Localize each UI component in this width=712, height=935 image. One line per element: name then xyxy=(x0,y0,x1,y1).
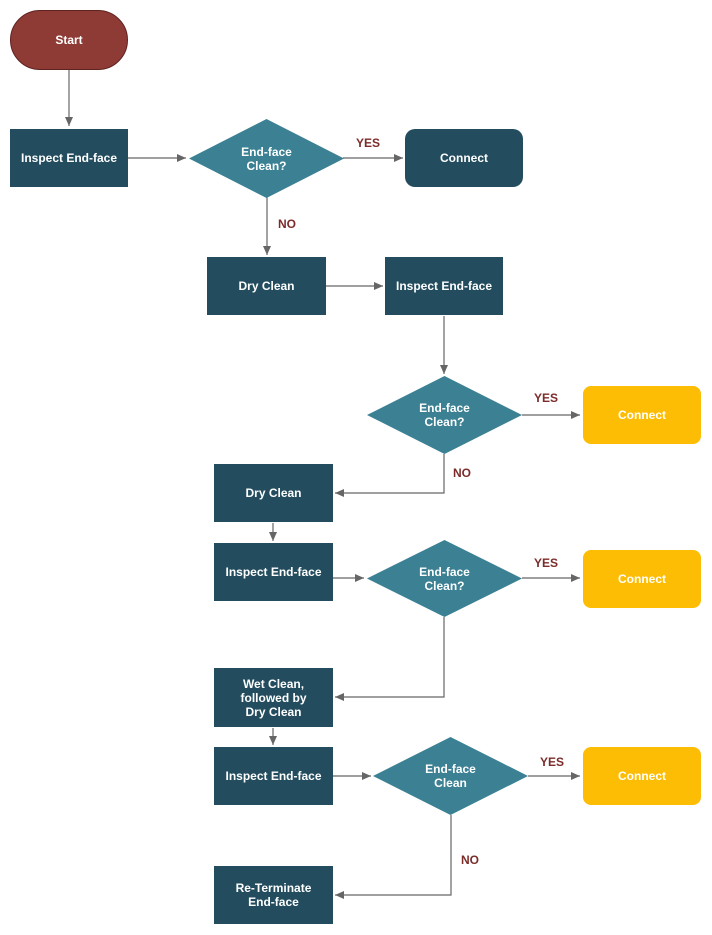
decision-end-face-clean-3: End-face Clean? xyxy=(367,540,522,617)
arrow-decision-3-no-to-wet-clean xyxy=(335,617,445,701)
yes-label-3: YES xyxy=(534,556,559,570)
start-label: Start xyxy=(55,33,83,47)
decision-label-1: End-face Clean? xyxy=(241,144,292,173)
connect-node-1: Connect xyxy=(405,129,523,187)
inspect-end-face-node-1: Inspect End-face xyxy=(10,129,128,187)
dry-clean-node-2: Dry Clean xyxy=(214,464,333,522)
no-label-2: NO xyxy=(453,466,471,480)
yes-label-4: YES xyxy=(540,755,565,769)
no-label-4: NO xyxy=(461,853,479,867)
start-node: Start xyxy=(10,10,128,70)
connect-node-2: Connect xyxy=(583,386,701,444)
connect-label-1: Connect xyxy=(440,151,488,165)
decision-end-face-clean-1: End-face Clean? xyxy=(189,119,344,198)
yes-label-1: YES xyxy=(356,136,381,150)
decision-label-4: End-face Clean xyxy=(425,762,476,790)
dry-clean-label-1: Dry Clean xyxy=(238,279,295,293)
connect-node-3: Connect xyxy=(583,550,701,608)
inspect-end-face-label-3: Inspect End-face xyxy=(225,565,322,579)
dry-clean-node-1: Dry Clean xyxy=(207,257,326,315)
connect-label-3: Connect xyxy=(618,572,666,586)
no-label-1: NO xyxy=(278,217,296,231)
inspect-end-face-label-2: Inspect End-face xyxy=(395,279,493,293)
decision-label-2: End-face Clean? xyxy=(419,401,470,429)
inspect-end-face-label-1: Inspect End-face xyxy=(20,151,118,165)
decision-end-face-clean-2: End-face Clean? xyxy=(367,376,522,454)
arrow-decision-2-no-to-dry-clean-2 xyxy=(335,454,445,497)
yes-label-2: YES xyxy=(534,391,559,405)
inspect-end-face-node-4: Inspect End-face xyxy=(214,747,333,805)
connect-label-4: Connect xyxy=(618,769,666,783)
dry-clean-label-2: Dry Clean xyxy=(245,486,302,500)
inspect-end-face-node-3: Inspect End-face xyxy=(214,543,333,601)
decision-end-face-clean-4: End-face Clean xyxy=(373,737,528,815)
connect-node-4: Connect xyxy=(583,747,701,805)
wet-clean-node: Wet Clean, followed by Dry Clean xyxy=(214,668,333,727)
re-terminate-label: Re-Terminate End-face xyxy=(235,881,312,909)
decision-label-3: End-face Clean? xyxy=(419,564,470,593)
re-terminate-node: Re-Terminate End-face xyxy=(214,866,333,924)
connect-label-2: Connect xyxy=(618,408,666,422)
arrow-decision-4-no-to-re-terminate xyxy=(335,815,452,899)
wet-clean-label: Wet Clean, followed by Dry Clean xyxy=(240,676,307,719)
inspect-end-face-label-4: Inspect End-face xyxy=(225,769,322,783)
inspect-end-face-node-2: Inspect End-face xyxy=(385,257,503,315)
